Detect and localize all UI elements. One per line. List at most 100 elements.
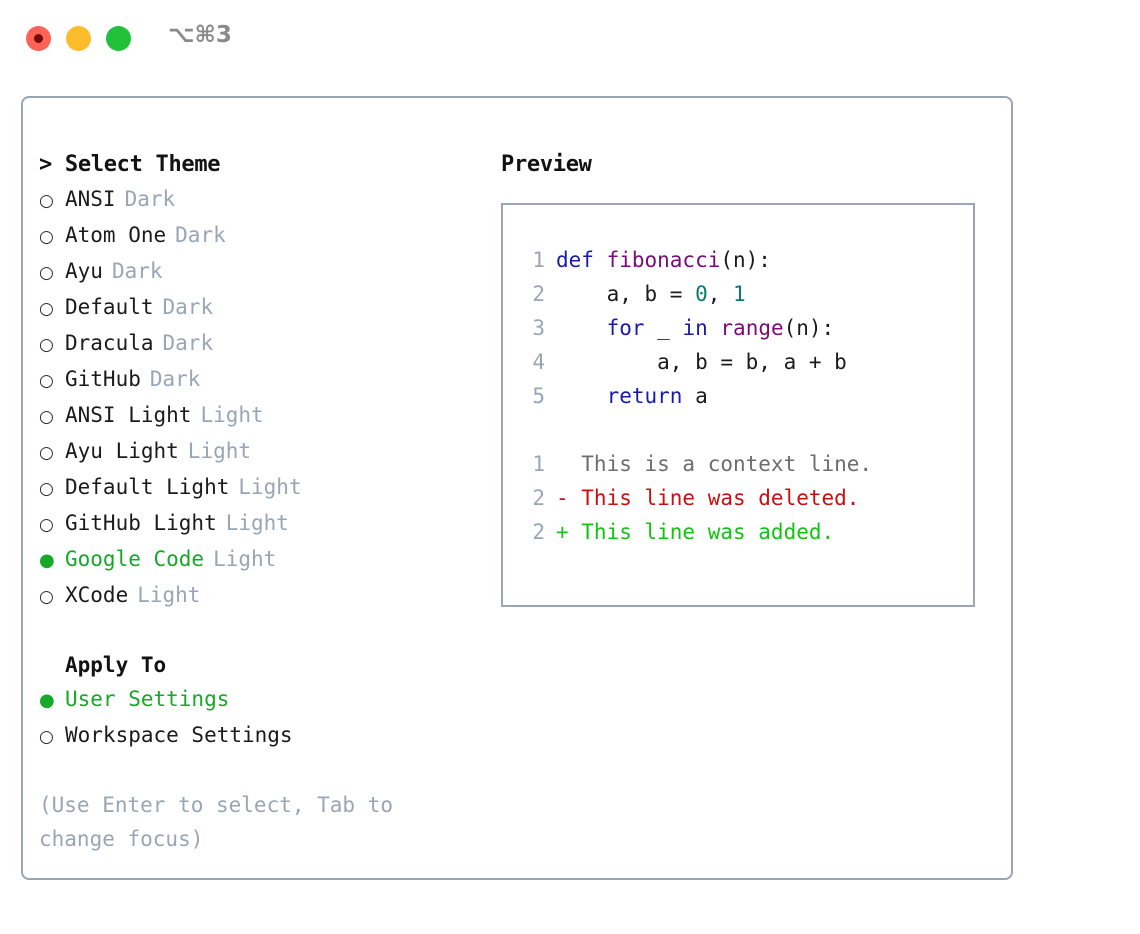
radio-unselected-icon: ○ <box>39 407 54 427</box>
code-line-text: a, b = 0, 1 <box>556 277 746 311</box>
radio-unselected-icon: ○ <box>39 263 54 283</box>
code-line: 2 a, b = 0, 1 <box>519 277 973 311</box>
radio-unselected-icon: ○ <box>39 515 54 535</box>
radio-unselected-icon: ○ <box>39 727 54 747</box>
code-token: 1 <box>733 282 746 306</box>
theme-option-variant: Dark <box>111 259 163 283</box>
radio-unselected-icon: ○ <box>39 371 54 391</box>
diff-line: 1 This is a context line. <box>519 447 973 481</box>
code-line: 4 a, b = b, a + b <box>519 345 973 379</box>
theme-option-3[interactable]: ○ Default Dark <box>39 290 479 326</box>
theme-option-label: Ayu <box>65 259 103 283</box>
line-number: 5 <box>532 384 545 408</box>
theme-option-11[interactable]: ○ XCode Light <box>39 578 479 614</box>
radio-unselected-icon: ○ <box>39 443 54 463</box>
radio-selected-icon: ● <box>39 690 55 711</box>
theme-option-9[interactable]: ○ GitHub Light Light <box>39 506 479 542</box>
select-theme-heading: > Select Theme <box>39 152 221 177</box>
theme-option-label: Default Light <box>65 475 230 499</box>
theme-option-6[interactable]: ○ ANSI Light Light <box>39 398 479 434</box>
code-token: range <box>720 316 784 340</box>
theme-option-variant: Dark <box>162 295 214 319</box>
code-token: , <box>707 282 734 306</box>
theme-option-variant: Light <box>213 547 277 571</box>
code-token: def <box>556 248 607 272</box>
code-line: 5 return a <box>519 379 973 413</box>
code-token: (n): <box>720 248 771 272</box>
radio-unselected-icon: ○ <box>39 227 54 247</box>
code-token: 0 <box>695 282 708 306</box>
minimize-window-button[interactable] <box>66 26 91 51</box>
theme-option-variant: Light <box>225 511 289 535</box>
radio-unselected-icon: ○ <box>39 299 54 319</box>
theme-option-4[interactable]: ○ Dracula Dark <box>39 326 479 362</box>
apply-to-option-0[interactable]: ●User Settings <box>39 682 479 718</box>
theme-option-variant: Dark <box>124 187 176 211</box>
code-token: in <box>682 316 708 340</box>
radio-selected-icon: ● <box>39 550 55 571</box>
diff-line: 2 - This line was deleted. <box>519 481 973 515</box>
code-line-text: def fibonacci(n): <box>556 243 771 277</box>
theme-option-label: Dracula <box>65 331 154 355</box>
apply-to-list: ●User Settings ○ Workspace Settings <box>39 682 479 754</box>
theme-option-2[interactable]: ○ Ayu Dark <box>39 254 479 290</box>
theme-option-7[interactable]: ○ Ayu Light Light <box>39 434 479 470</box>
theme-option-label: GitHub Light <box>65 511 217 535</box>
theme-option-variant: Dark <box>149 367 201 391</box>
theme-option-variant: Dark <box>162 331 214 355</box>
code-token: (n): <box>783 316 835 340</box>
maximize-window-button[interactable] <box>106 26 131 51</box>
recording-indicator-icon <box>34 34 43 43</box>
line-number: 2 <box>532 486 545 510</box>
code-token: a <box>682 384 708 408</box>
code-token: a, b = b, a + b <box>556 350 847 374</box>
code-token <box>556 384 607 408</box>
code-token <box>708 316 721 340</box>
diff-line: 2+ This line was added. <box>519 515 973 549</box>
code-token <box>556 316 607 340</box>
theme-option-label: ANSI Light <box>65 403 192 427</box>
apply-to-option-label: Workspace Settings <box>65 723 293 747</box>
title-bar: ⌥⌘3 <box>0 0 1140 78</box>
code-line: 3 for _ in range(n): <box>519 311 973 345</box>
theme-option-5[interactable]: ○ GitHub Dark <box>39 362 479 398</box>
code-token: a, b = <box>556 282 696 306</box>
diff-line-text: - This line was deleted. <box>556 486 860 510</box>
code-token: return <box>606 384 683 408</box>
theme-option-label: ANSI <box>65 187 116 211</box>
theme-option-label: Ayu Light <box>65 439 179 463</box>
keyboard-hint-text: (Use Enter to select, Tab to change focu… <box>39 793 394 851</box>
keyboard-shortcut-hint: ⌥⌘3 <box>168 22 232 48</box>
code-diff-spacer <box>519 413 973 447</box>
theme-option-label: XCode <box>65 583 129 607</box>
code-line-text: a, b = b, a + b <box>556 345 847 379</box>
theme-option-variant: Light <box>137 583 201 607</box>
theme-option-label: GitHub <box>65 367 141 391</box>
theme-option-variant: Dark <box>175 223 226 247</box>
code-line-text: for _ in range(n): <box>556 311 835 345</box>
radio-unselected-icon: ○ <box>39 587 54 607</box>
diff-line-text: + This line was added. <box>556 520 835 544</box>
diff-sample: 1 This is a context line. 2 - This line wa… <box>519 447 973 549</box>
radio-unselected-icon: ○ <box>39 479 54 499</box>
theme-option-variant: Light <box>200 403 264 427</box>
line-number: 1 <box>532 452 545 476</box>
radio-unselected-icon: ○ <box>39 335 54 355</box>
apply-to-option-1[interactable]: ○ Workspace Settings <box>39 718 479 754</box>
theme-option-variant: Light <box>187 439 252 463</box>
theme-option-label: Default <box>65 295 154 319</box>
code-token: for <box>606 316 645 340</box>
diff-line-text: This is a context line. <box>556 452 873 476</box>
theme-option-0[interactable]: ○ ANSI Dark <box>39 182 479 218</box>
preview-heading: Preview <box>501 152 592 177</box>
code-line-text: return a <box>556 379 708 413</box>
radio-unselected-icon: ○ <box>39 191 54 211</box>
